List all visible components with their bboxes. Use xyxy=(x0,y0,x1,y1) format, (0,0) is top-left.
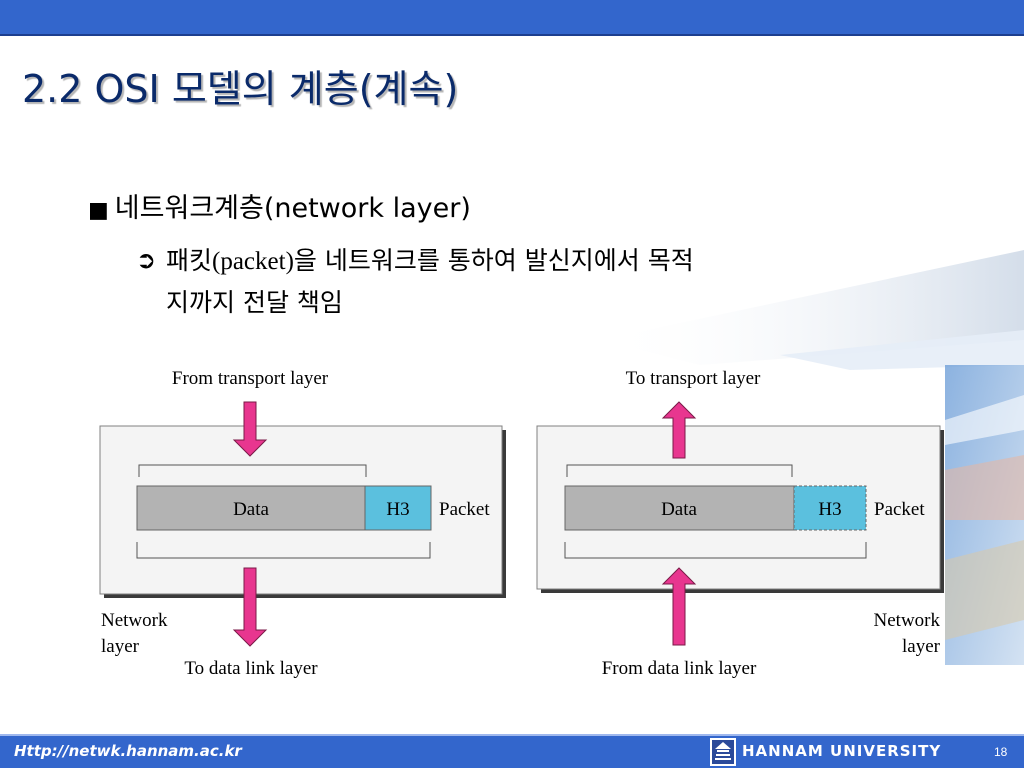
right-h3-label: H3 xyxy=(818,499,841,520)
bullet-network-layer: ■네트워크계층(network layer) xyxy=(88,186,471,225)
left-panel: Data H3 Packet From transport layer To d… xyxy=(99,368,506,679)
left-bottom-bracket xyxy=(136,542,431,559)
top-bar xyxy=(0,0,1024,34)
right-layer-label-1: Network xyxy=(874,610,941,631)
packet-term: (packet) xyxy=(212,248,294,275)
left-down-arrow-bottom-icon xyxy=(232,567,268,647)
page-number: 18 xyxy=(994,745,1008,759)
sub-bullet-line-2: 지까지 전달 책임 xyxy=(166,288,343,317)
arrow-bullet-icon: ➲ xyxy=(136,246,157,274)
slide-title: 2.2 OSI 모델의 계층(계속) xyxy=(22,67,459,111)
left-h3-label: H3 xyxy=(386,499,409,520)
left-down-arrow-icon xyxy=(232,401,268,457)
right-top-bracket xyxy=(566,464,793,477)
left-top-label: From transport layer xyxy=(172,368,329,389)
left-top-bracket xyxy=(138,464,367,477)
footer-divider xyxy=(0,734,1024,736)
right-bottom-label: From data link layer xyxy=(602,658,757,679)
right-panel: Data H3 Packet To transport layer From d… xyxy=(536,368,944,679)
left-h3-box xyxy=(364,485,432,531)
university-logo-icon xyxy=(710,738,736,766)
left-packet-label: Packet xyxy=(439,499,490,520)
left-layer-label-1: Network xyxy=(101,610,168,631)
right-bottom-bracket xyxy=(564,542,867,559)
footer-bar xyxy=(0,734,1024,768)
bullet-text: 네트워크계층(network layer) xyxy=(114,193,471,224)
footer-url-link[interactable]: Http://netwk.hannam.ac.kr xyxy=(14,742,242,760)
sub-bullet-suffix: 을 네트워크를 통하여 발신지에서 목적 xyxy=(293,246,694,275)
sub-bullet-packet: ➲ 패킷(packet)을 네트워크를 통하여 발신지에서 목적 지까지 전달 … xyxy=(136,240,936,323)
right-data-label: Data xyxy=(661,499,697,520)
left-layer-label-2: layer xyxy=(101,636,140,657)
sub-bullet-line-1: 패킷(packet)을 네트워크를 통하여 발신지에서 목적 xyxy=(136,240,936,282)
right-packet-label: Packet xyxy=(874,499,925,520)
packet-korean: 패킷 xyxy=(166,246,213,275)
left-data-label: Data xyxy=(233,499,269,520)
right-layer-label-2: layer xyxy=(902,636,941,657)
right-data-box xyxy=(564,485,795,531)
top-bar-divider xyxy=(0,34,1024,36)
right-up-arrow-icon xyxy=(661,401,697,459)
left-data-box xyxy=(136,485,366,531)
university-name: HANNAM UNIVERSITY xyxy=(742,742,942,760)
right-top-label: To transport layer xyxy=(626,368,761,389)
left-bottom-label: To data link layer xyxy=(184,658,318,679)
right-h3-box xyxy=(793,485,867,531)
right-up-arrow-bottom-icon xyxy=(661,567,697,646)
square-bullet-icon: ■ xyxy=(88,198,109,223)
